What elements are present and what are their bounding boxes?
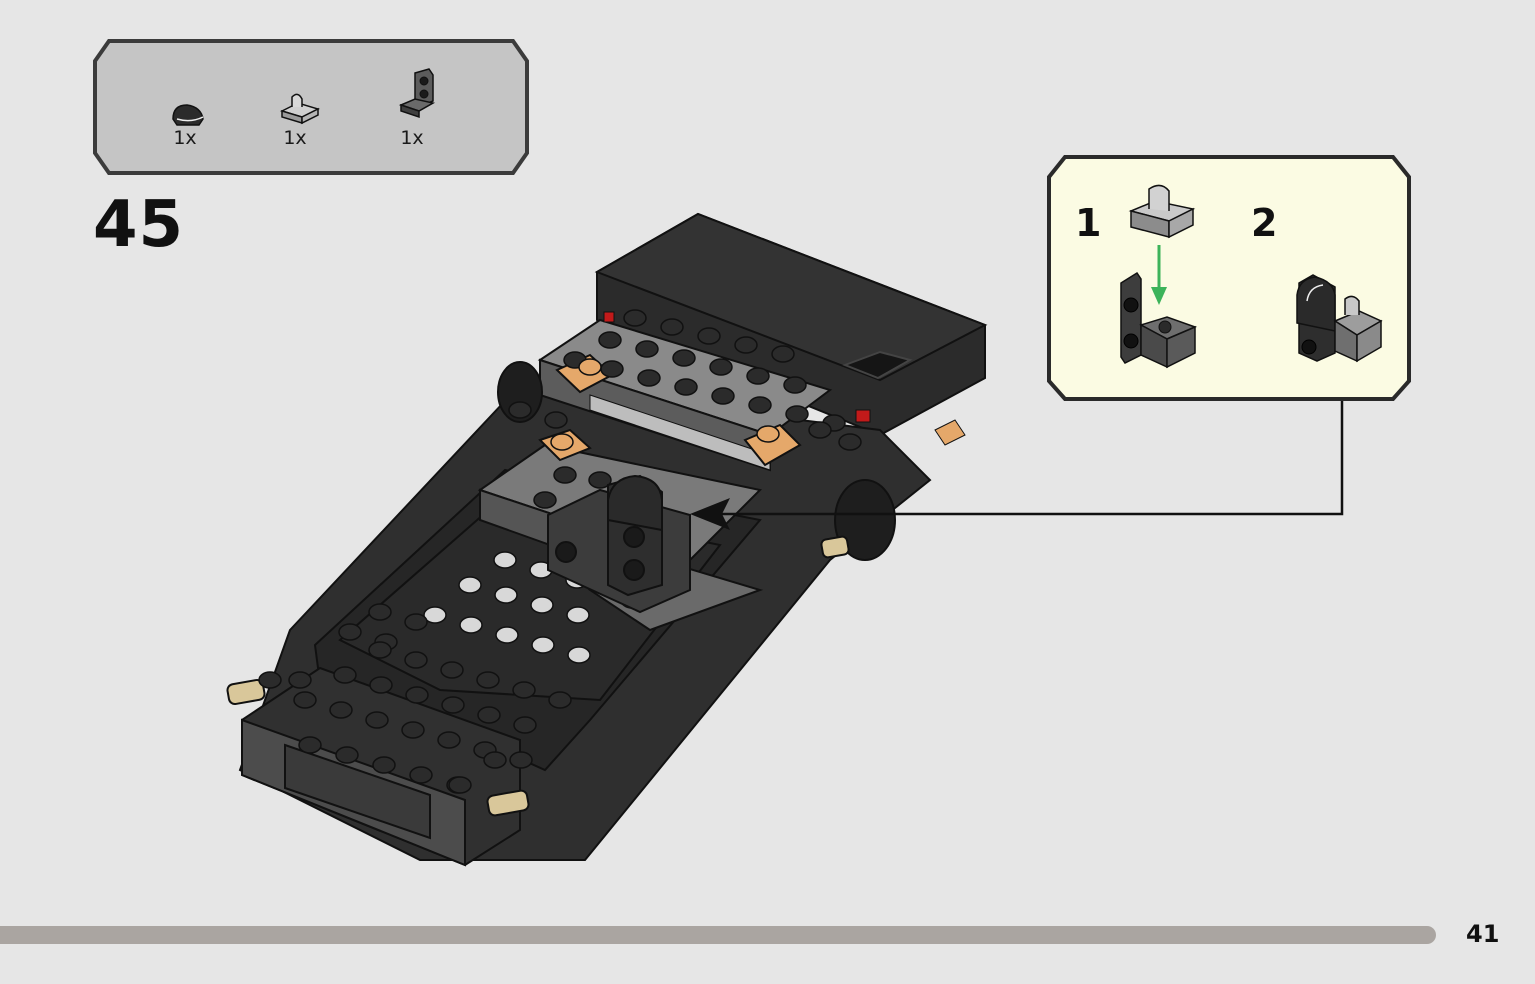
sub-step-2-drawing xyxy=(1296,274,1383,363)
sub-step-2-number: 2 xyxy=(1251,201,1278,245)
stud xyxy=(553,466,577,484)
stud xyxy=(441,696,465,714)
stud xyxy=(437,731,461,749)
stud xyxy=(440,661,464,679)
stud xyxy=(298,736,322,754)
sub-step-1-drawing xyxy=(1120,184,1198,369)
stud xyxy=(697,327,721,345)
stud xyxy=(588,471,612,489)
callout-arrowhead xyxy=(690,498,730,530)
stud xyxy=(838,433,862,451)
part-qty-2: 1x xyxy=(283,127,307,149)
parts-callout: 1x 1x 1x xyxy=(93,39,529,175)
stud xyxy=(783,376,807,394)
stud xyxy=(808,421,832,439)
rounded-slope-tile-icon xyxy=(172,104,204,126)
stud xyxy=(756,425,780,443)
callout-leader-line xyxy=(700,398,1344,516)
sub-step-1-number: 1 xyxy=(1075,201,1102,245)
stud xyxy=(637,369,661,387)
sub-assembly-callout: 1 2 xyxy=(1045,155,1413,403)
stud xyxy=(709,358,733,376)
stud xyxy=(477,706,501,724)
stud xyxy=(405,686,429,704)
sub-callout-frame xyxy=(1047,155,1411,401)
stud xyxy=(660,318,684,336)
stud xyxy=(746,367,770,385)
stud xyxy=(567,646,591,664)
stud xyxy=(483,751,507,769)
new-bracket-assembly xyxy=(547,474,691,614)
stud xyxy=(734,336,758,354)
stud xyxy=(674,378,698,396)
stud-pattern xyxy=(258,309,862,794)
stud xyxy=(512,681,536,699)
stud xyxy=(550,433,574,451)
stud xyxy=(404,613,428,631)
stud xyxy=(544,411,568,429)
stud xyxy=(404,651,428,669)
stud xyxy=(623,309,647,327)
stud xyxy=(369,676,393,694)
stud xyxy=(401,721,425,739)
stud xyxy=(566,606,590,624)
stud xyxy=(333,666,357,684)
stud xyxy=(748,396,772,414)
stud xyxy=(494,586,518,604)
stud xyxy=(635,340,659,358)
stud xyxy=(335,746,359,764)
stud xyxy=(288,671,312,689)
stud xyxy=(495,626,519,644)
stud xyxy=(338,623,362,641)
stud xyxy=(578,358,602,376)
stud xyxy=(711,387,735,405)
stud xyxy=(513,716,537,734)
stud xyxy=(600,360,624,378)
part-qty-1: 1x xyxy=(173,127,197,149)
stud xyxy=(771,345,795,363)
stud xyxy=(368,641,392,659)
stud xyxy=(598,331,622,349)
stud xyxy=(672,349,696,367)
stud xyxy=(548,691,572,709)
stud xyxy=(258,671,282,689)
stud xyxy=(293,691,317,709)
part-qty-3: 1x xyxy=(400,127,424,149)
stud xyxy=(423,606,447,624)
stud xyxy=(409,766,433,784)
stud xyxy=(493,551,517,569)
stud xyxy=(372,756,396,774)
stud xyxy=(448,776,472,794)
stud xyxy=(329,701,353,719)
angle-bracket-icon xyxy=(398,68,436,119)
stud xyxy=(785,405,809,423)
stud xyxy=(533,491,557,509)
stud xyxy=(459,616,483,634)
page-number: 41 xyxy=(1466,920,1500,948)
stud xyxy=(531,636,555,654)
progress-bar xyxy=(0,926,1436,944)
step-number: 45 xyxy=(93,188,185,262)
clip-plate-icon xyxy=(279,93,321,125)
stud xyxy=(476,671,500,689)
stud xyxy=(508,401,532,419)
stud xyxy=(365,711,389,729)
stud xyxy=(530,596,554,614)
stud xyxy=(368,603,392,621)
stud xyxy=(509,751,533,769)
stud xyxy=(458,576,482,594)
